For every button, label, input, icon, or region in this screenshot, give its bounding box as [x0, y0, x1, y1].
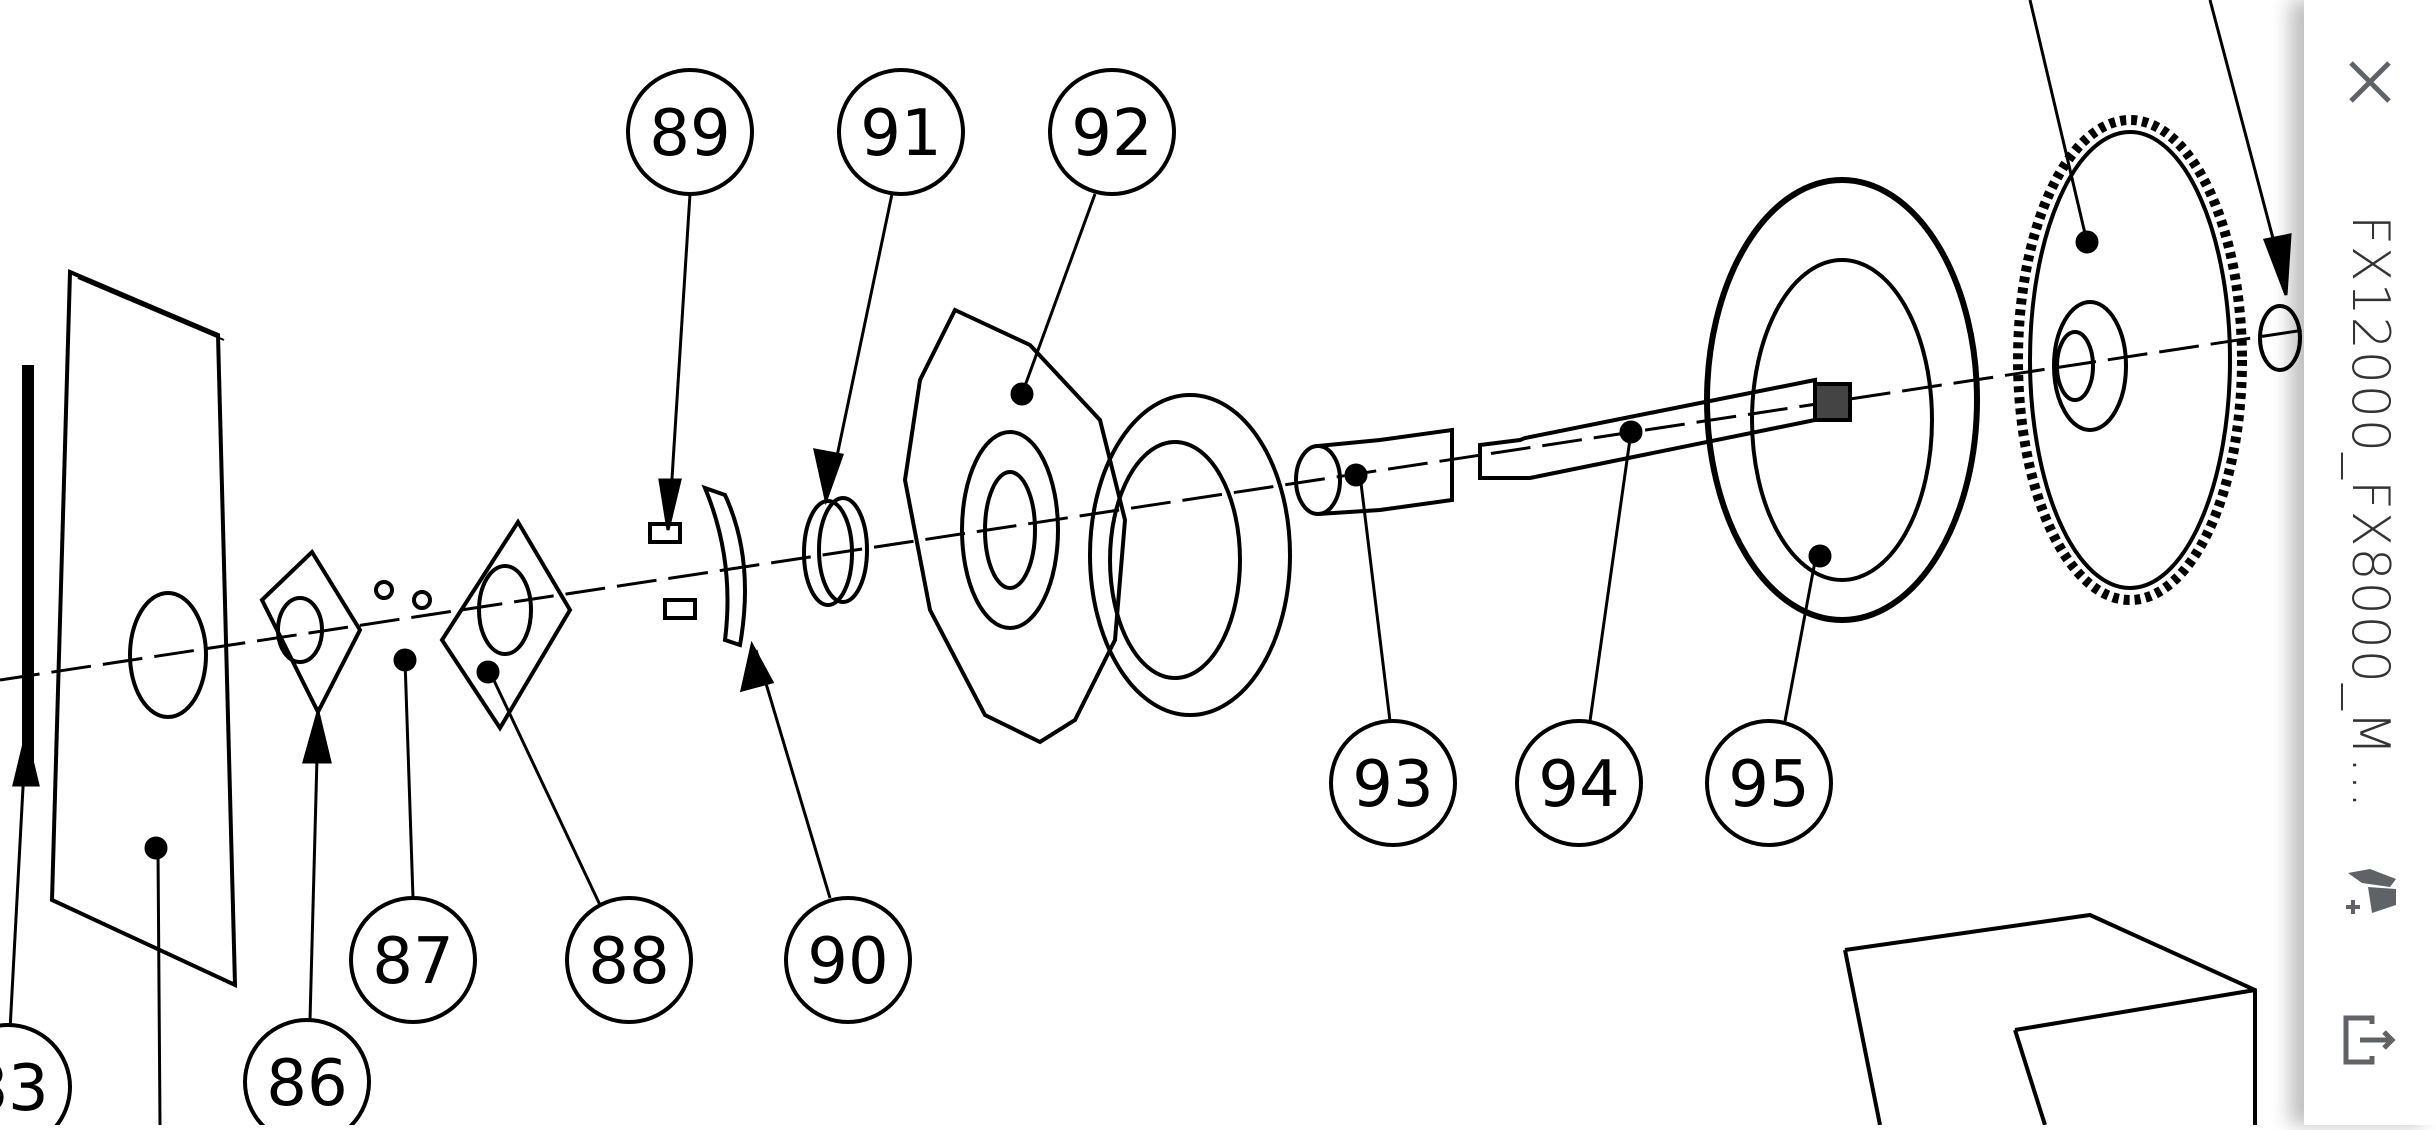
- sprocket-part: [2013, 115, 2247, 605]
- document-sidebar: FX12000_FX8000_M...: [2304, 0, 2436, 1125]
- bearing-part: [802, 499, 854, 607]
- close-button[interactable]: [2340, 52, 2400, 112]
- callout-87[interactable]: 87: [349, 896, 477, 1024]
- callout-89[interactable]: 89: [626, 68, 754, 196]
- callout-95[interactable]: 95: [1705, 719, 1833, 847]
- svg-text:86: 86: [266, 1047, 347, 1121]
- document-title: FX12000_FX8000_M...: [2340, 215, 2400, 810]
- clutch-plate-part: [902, 307, 1128, 745]
- callout-92[interactable]: 92: [1048, 68, 1176, 196]
- callout-91[interactable]: 91: [837, 68, 965, 196]
- retainer-part: [701, 484, 747, 648]
- svg-text:92: 92: [1071, 97, 1152, 171]
- callout-88[interactable]: 88: [565, 896, 693, 1024]
- add-to-library-button[interactable]: [2340, 865, 2400, 925]
- callout-94[interactable]: 94: [1515, 719, 1643, 847]
- disc-part: [1088, 393, 1292, 717]
- svg-text:83: 83: [0, 1052, 49, 1125]
- rod-part: [22, 365, 34, 765]
- svg-text:94: 94: [1538, 748, 1619, 822]
- svg-text:87: 87: [372, 925, 453, 999]
- callout-93[interactable]: 93: [1329, 719, 1457, 847]
- svg-text:89: 89: [649, 97, 730, 171]
- svg-text:90: 90: [807, 925, 888, 999]
- add-to-library-icon: [2346, 869, 2396, 914]
- box-part: [1843, 912, 2257, 1126]
- exit-icon: [2343, 1015, 2396, 1065]
- leader-lines: [8, 0, 2292, 1126]
- center-axis: [0, 328, 2305, 682]
- flange-part: [259, 548, 363, 717]
- svg-text:93: 93: [1352, 748, 1433, 822]
- svg-text:95: 95: [1728, 748, 1809, 822]
- plate-hub: [128, 591, 208, 719]
- plate-part: [49, 269, 238, 989]
- friction-segments-part: [1704, 177, 1980, 623]
- callout-86[interactable]: 86: [243, 1018, 371, 1130]
- close-icon: [2349, 61, 2391, 103]
- drawing-canvas[interactable]: 89 91 92 93 94 95 87 88 90 86 83: [0, 0, 2305, 1130]
- svg-text:88: 88: [588, 925, 669, 999]
- callout-83[interactable]: 83: [0, 1023, 72, 1130]
- callout-90[interactable]: 90: [784, 896, 912, 1024]
- flange-bearing-part: [439, 518, 573, 732]
- exit-button[interactable]: [2340, 1010, 2400, 1070]
- svg-text:91: 91: [860, 97, 941, 171]
